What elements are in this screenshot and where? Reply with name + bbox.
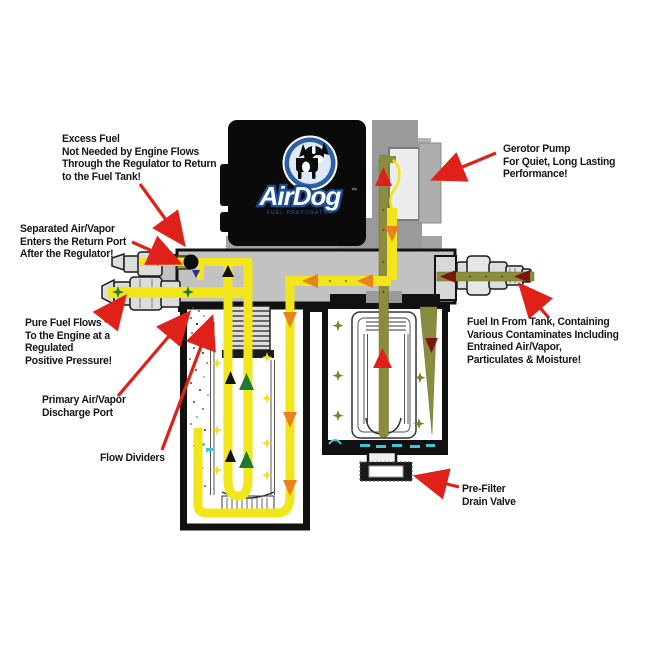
airdog-logo: AirDog ™ FUEL PREPORATOR	[256, 135, 357, 216]
gerotor-pump-arrow	[430, 151, 497, 182]
label-pure-fuel: Pure Fuel Flows To the Engine at a Regul…	[25, 317, 112, 367]
pressure-regulator	[183, 254, 200, 278]
logo-wordmark: AirDog	[259, 181, 342, 211]
excess-fuel-arrow	[138, 183, 186, 248]
inlet-arrow-right	[514, 270, 530, 283]
logo-subtext: FUEL PREPORATOR	[267, 210, 334, 216]
pump-pickup-tube	[378, 154, 389, 438]
inlet-arrow-left	[440, 270, 456, 283]
prefilter-up-arrow	[373, 348, 392, 368]
outer-flow-path	[193, 278, 295, 518]
logo-trademark: ™	[351, 187, 357, 194]
primary-discharge-arrow	[116, 310, 192, 398]
label-excess-fuel: Excess Fuel Not Needed by Engine Flows T…	[62, 133, 217, 183]
fuel-in-arrow	[517, 282, 553, 320]
pure-fuel-arrow	[92, 293, 127, 332]
label-primary-discharge: Primary Air/Vapor Discharge Port	[42, 394, 126, 419]
outlet-line	[108, 287, 250, 298]
label-flow-dividers: Flow Dividers	[100, 452, 165, 464]
olive-contaminant-stars	[332, 320, 426, 430]
flow-direction-arrows	[112, 167, 438, 496]
u-flow-path	[223, 262, 253, 501]
drain-valve	[359, 450, 413, 482]
label-drain-valve: Pre-Filter Drain Valve	[462, 483, 516, 508]
label-fuel-in: Fuel In From Tank, Containing Various Co…	[467, 316, 619, 366]
pump-up-arrow	[375, 167, 392, 186]
annotation-arrows	[92, 151, 553, 500]
navy-flow-diamond	[192, 270, 200, 278]
label-separated-air: Separated Air/Vapor Enters the Return Po…	[20, 223, 127, 260]
boston-terrier-icon	[296, 142, 329, 179]
label-gerotor-pump: Gerotor Pump For Quiet, Long Lasting Per…	[503, 143, 616, 180]
yellow-flow-stars	[211, 352, 273, 481]
separated-air-arrow	[131, 235, 183, 265]
drain-valve-arrow	[412, 468, 460, 500]
flow-dividers-arrow	[160, 314, 216, 451]
water-marks	[328, 439, 435, 448]
